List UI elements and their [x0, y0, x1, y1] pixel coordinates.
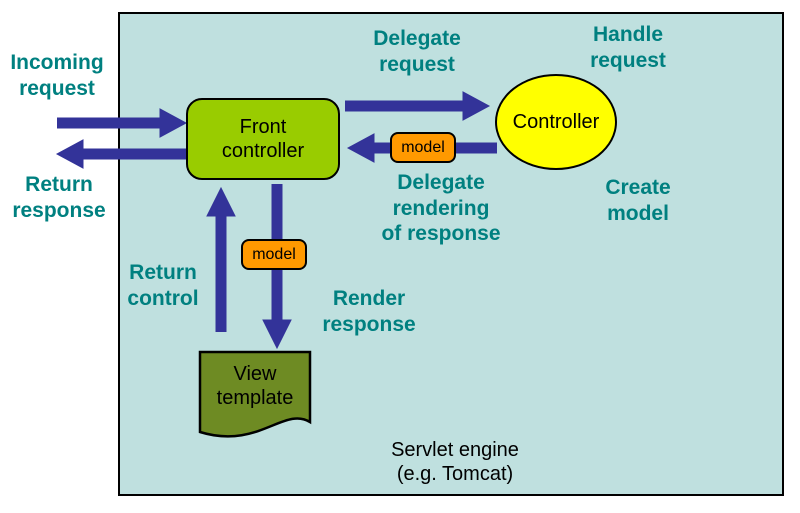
render-response-label: Render response	[322, 287, 416, 336]
delegate-request-label: Delegate request	[373, 27, 461, 76]
handle-request-label: Handle request	[590, 23, 666, 72]
model-node-upper: model	[390, 132, 456, 163]
incoming-request-label: Incoming request	[10, 51, 104, 100]
servlet-engine-label: Servlet engine (e.g. Tomcat)	[391, 439, 519, 486]
front-controller-label: Front controller	[221, 116, 305, 162]
document-shape	[198, 350, 312, 438]
model-node-lower: model	[241, 239, 307, 270]
controller-label: Controller	[512, 111, 600, 133]
front-controller-node: Front controller	[186, 98, 340, 180]
model-lower-label: model	[252, 245, 296, 263]
view-template-node: View template	[198, 350, 312, 442]
controller-node: Controller	[495, 74, 617, 170]
create-model-label: Create model	[605, 176, 671, 225]
model-upper-label: model	[401, 138, 445, 156]
return-control-label: Return control	[127, 261, 199, 310]
delegate-rendering-label: Delegate rendering of response	[381, 171, 501, 246]
return-response-label: Return response	[12, 173, 106, 222]
view-template-label: View template	[216, 363, 294, 409]
